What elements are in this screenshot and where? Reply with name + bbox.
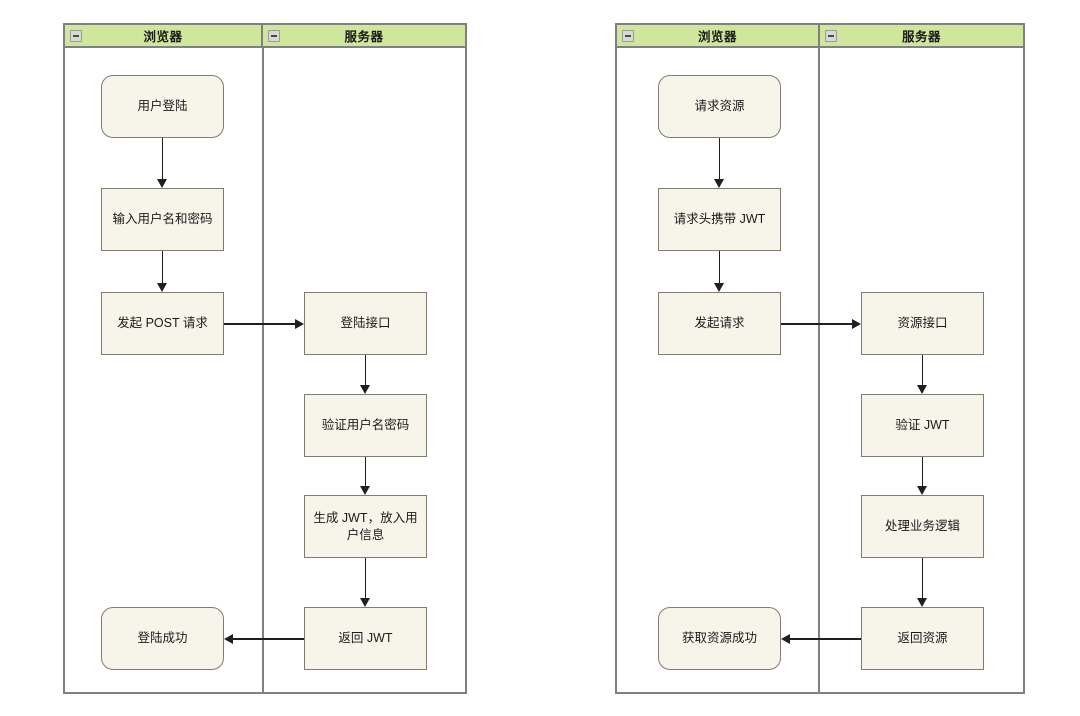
lane-header-row: 浏览器 服务器 xyxy=(617,25,1023,48)
lane-title-browser: 浏览器 xyxy=(697,30,737,44)
lane-title-browser: 浏览器 xyxy=(143,30,183,44)
arrowhead-left-icon xyxy=(224,634,233,644)
lane-header-browser[interactable]: 浏览器 xyxy=(617,25,820,48)
connector-api-to-verify xyxy=(364,355,366,385)
pool-resource-access-flow: 浏览器 服务器 请求资源 请求头携带 JWT 发起请求 获取资源成功 资源接口 … xyxy=(615,23,1025,694)
node-process-business-logic[interactable]: 处理业务逻辑 xyxy=(861,495,984,558)
pool-login-flow: 浏览器 服务器 用户登陆 输入用户名和密码 发起 POST 请求 登陆成功 登陆… xyxy=(63,23,467,694)
arrowhead-left-icon xyxy=(781,634,790,644)
collapse-minus-icon[interactable] xyxy=(825,29,837,42)
connector-verify-to-logic xyxy=(921,457,923,486)
lane-header-browser[interactable]: 浏览器 xyxy=(65,25,264,48)
node-verify-credentials[interactable]: 验证用户名密码 xyxy=(304,394,427,457)
lane-header-server[interactable]: 服务器 xyxy=(263,25,465,48)
connector-return-to-resource-success xyxy=(790,638,861,640)
node-request-resource[interactable]: 请求资源 xyxy=(658,75,781,138)
connector-return-to-success xyxy=(233,638,304,640)
connector-api-to-verify-jwt xyxy=(921,355,923,385)
arrowhead-right-icon xyxy=(852,319,861,329)
node-return-resource[interactable]: 返回资源 xyxy=(861,607,984,670)
lane-header-row: 浏览器 服务器 xyxy=(65,25,465,48)
arrowhead-down-icon xyxy=(714,283,724,292)
node-user-login[interactable]: 用户登陆 xyxy=(101,75,224,138)
node-post-request[interactable]: 发起 POST 请求 xyxy=(101,292,224,355)
lane-header-server[interactable]: 服务器 xyxy=(820,25,1023,48)
arrowhead-down-icon xyxy=(917,486,927,495)
node-resource-api[interactable]: 资源接口 xyxy=(861,292,984,355)
connector-request-to-header xyxy=(718,138,720,179)
node-resource-success[interactable]: 获取资源成功 xyxy=(658,607,781,670)
node-generate-jwt[interactable]: 生成 JWT，放入用户信息 xyxy=(304,495,427,558)
node-initiate-request[interactable]: 发起请求 xyxy=(658,292,781,355)
connector-header-to-initiate xyxy=(718,251,720,283)
arrowhead-down-icon xyxy=(157,283,167,292)
arrowhead-down-icon xyxy=(157,179,167,188)
collapse-minus-icon[interactable] xyxy=(622,29,634,42)
lane-title-server: 服务器 xyxy=(344,30,384,44)
collapse-minus-icon[interactable] xyxy=(70,29,82,42)
lane-divider xyxy=(818,48,820,692)
node-return-jwt[interactable]: 返回 JWT xyxy=(304,607,427,670)
connector-initiate-to-resource-api xyxy=(781,323,852,325)
node-verify-jwt[interactable]: 验证 JWT xyxy=(861,394,984,457)
arrowhead-down-icon xyxy=(714,179,724,188)
arrowhead-down-icon xyxy=(360,385,370,394)
arrowhead-down-icon xyxy=(917,598,927,607)
connector-generate-to-return xyxy=(364,558,366,598)
connector-credentials-to-post xyxy=(161,251,163,283)
arrowhead-right-icon xyxy=(295,319,304,329)
node-login-success[interactable]: 登陆成功 xyxy=(101,607,224,670)
arrowhead-down-icon xyxy=(360,598,370,607)
arrowhead-down-icon xyxy=(917,385,927,394)
node-enter-credentials[interactable]: 输入用户名和密码 xyxy=(101,188,224,251)
lane-divider xyxy=(262,48,264,692)
connector-verify-to-generate xyxy=(364,457,366,486)
node-header-carries-jwt[interactable]: 请求头携带 JWT xyxy=(658,188,781,251)
lane-title-server: 服务器 xyxy=(901,30,941,44)
connector-logic-to-return xyxy=(921,558,923,598)
collapse-minus-icon[interactable] xyxy=(268,29,281,42)
node-login-api[interactable]: 登陆接口 xyxy=(304,292,427,355)
connector-post-to-login-api xyxy=(224,323,295,325)
connector-login-to-credentials xyxy=(161,138,163,179)
arrowhead-down-icon xyxy=(360,486,370,495)
